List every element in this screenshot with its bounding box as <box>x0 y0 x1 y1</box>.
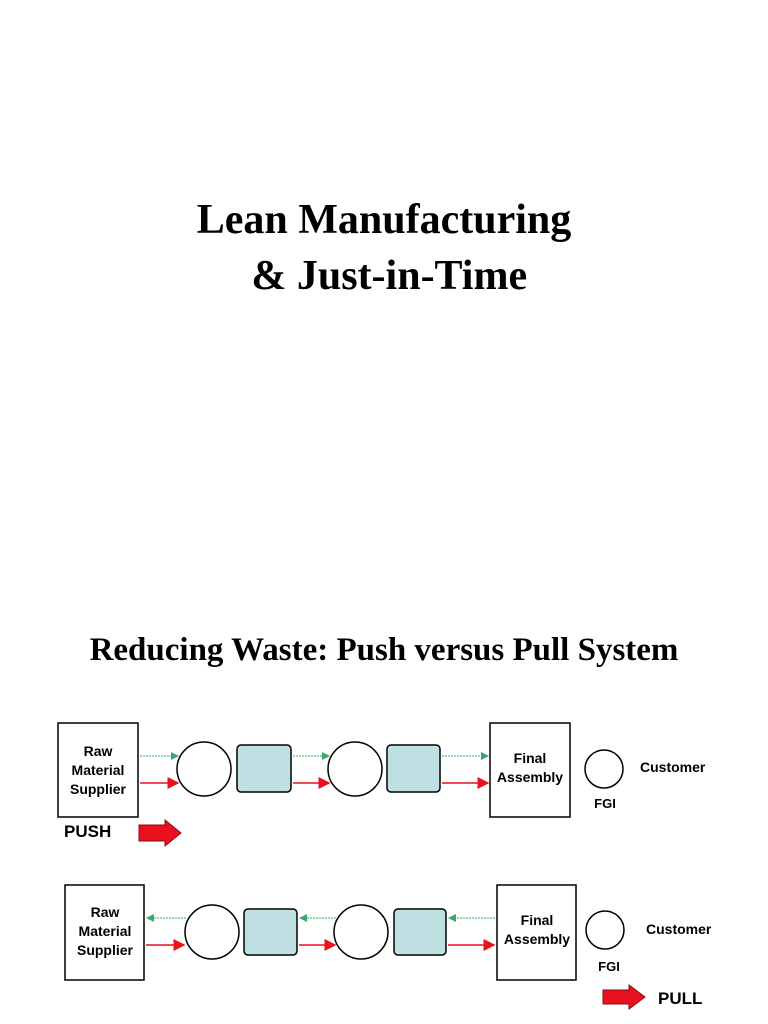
push-process-box-1 <box>236 744 292 793</box>
pull-mode-label: PULL <box>658 989 702 1008</box>
push-fgi-label: FGI <box>594 796 616 811</box>
push-customer-label: Customer <box>640 759 706 775</box>
pull-process-box-1 <box>243 908 298 956</box>
push-process-box-2 <box>386 744 441 793</box>
push-diagram: Raw Material Supplier Final Assembly FGI… <box>57 722 706 848</box>
pull-supplier-box <box>64 884 145 981</box>
pull-inventory-circle-2 <box>333 904 389 960</box>
push-arrow-icon <box>138 818 182 848</box>
push-supplier-label-1: Raw <box>84 743 113 759</box>
pull-arrow-icon <box>602 984 646 1010</box>
push-assembly-label-1: Final <box>514 750 547 766</box>
pull-inventory-circle-1 <box>184 904 240 960</box>
push-final-assembly-box <box>489 722 571 818</box>
pull-supplier-label-1: Raw <box>91 904 120 920</box>
push-supplier-label-2: Material <box>72 762 125 778</box>
pull-customer-label: Customer <box>646 921 712 937</box>
push-mode-label: PUSH <box>64 822 111 841</box>
section-title: Reducing Waste: Push versus Pull System <box>89 632 679 668</box>
pull-supplier-label-3: Supplier <box>77 942 134 958</box>
push-supplier-label-3: Supplier <box>70 781 127 797</box>
push-supplier-box <box>57 722 139 818</box>
pull-assembly-label-1: Final <box>521 912 554 928</box>
push-fgi-circle <box>584 749 624 789</box>
push-inventory-circle-2 <box>327 741 383 797</box>
pull-process-box-2 <box>393 908 447 956</box>
pull-fgi-label: FGI <box>598 959 620 974</box>
pull-assembly-label-2: Assembly <box>504 931 570 947</box>
slide-title: Lean Manufacturing & Just-in-Time <box>0 192 768 304</box>
pull-supplier-label-2: Material <box>79 923 132 939</box>
pull-final-assembly-box <box>496 884 577 981</box>
slide-title-line1: Lean Manufacturing <box>196 197 572 243</box>
slide-title-line2: & Just-in-Time <box>240 253 528 299</box>
pull-diagram: Raw Material Supplier Final Assembly FGI… <box>64 884 712 1010</box>
push-assembly-label-2: Assembly <box>497 769 563 785</box>
push-inventory-circle-1 <box>176 741 232 797</box>
pull-fgi-circle <box>585 910 625 950</box>
